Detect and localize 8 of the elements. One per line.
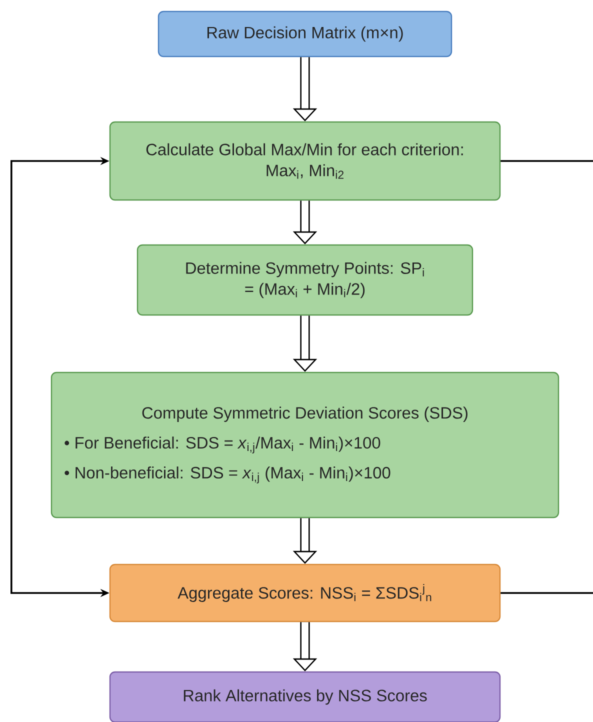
process-box: Aggregate Scores: NSS$_{i}$ = ΣSDS$_{i}$jn <box>109 564 501 622</box>
line <box>500 592 593 594</box>
process-box: Determine Symmetry Points: SP$_{i}$ = (Max$_{i}$ + Min$_{i}$/2) <box>136 244 474 316</box>
process-box: Calculate Global Max/Min for each criterion: Max$_{i}$, Min$_{i2}$ <box>109 121 501 201</box>
result-box: Rank Alternatives by NSS Scores <box>109 671 501 722</box>
line <box>500 160 593 162</box>
process-box: Raw Decision Matrix (m×n) <box>158 10 452 58</box>
process-box: Compute Symmetric Deviation Scores (SDS) • For Beneficial: SDS = x$_{i,j}$/Max$_{i}$ - Min$_{i}$)×100 • Non-beneficial: SDS = x$_{i,j}$ (Max$_{i}$ - Min$_{i}$)×100 <box>50 372 560 518</box>
